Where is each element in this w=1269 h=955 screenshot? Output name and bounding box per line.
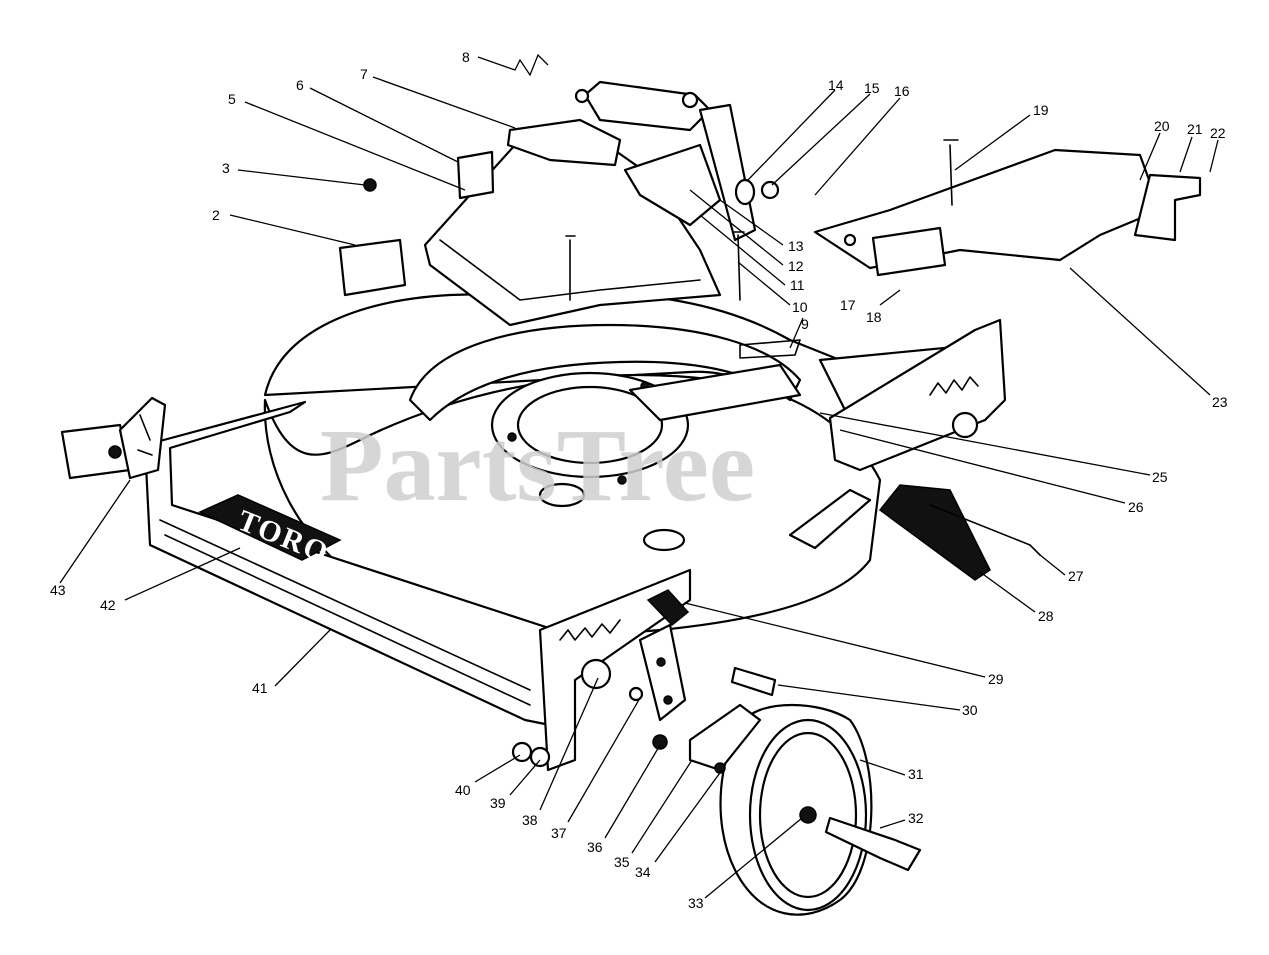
callout-2: 2 bbox=[212, 207, 220, 223]
callout-labels: 2 3 5 6 7 8 9 10 11 12 13 14 15 16 17 18… bbox=[50, 49, 1228, 911]
rear-deflector bbox=[878, 484, 1041, 581]
callout-18: 18 bbox=[866, 309, 882, 325]
callout-7: 7 bbox=[360, 66, 368, 82]
callout-33: 33 bbox=[688, 895, 704, 911]
rear-height-plate bbox=[828, 318, 1007, 472]
callout-15: 15 bbox=[864, 80, 880, 96]
rear-door bbox=[813, 139, 1202, 277]
callout-42: 42 bbox=[100, 597, 116, 613]
callout-23: 23 bbox=[1212, 394, 1228, 410]
callout-8: 8 bbox=[462, 49, 470, 65]
callout-20: 20 bbox=[1154, 118, 1170, 134]
front-skirt: TORO bbox=[143, 400, 557, 727]
callout-25: 25 bbox=[1152, 469, 1168, 485]
callout-17: 17 bbox=[840, 297, 856, 313]
callout-38: 38 bbox=[522, 812, 538, 828]
callout-31: 31 bbox=[908, 766, 924, 782]
callout-40: 40 bbox=[455, 782, 471, 798]
callout-14: 14 bbox=[828, 77, 844, 93]
callout-36: 36 bbox=[587, 839, 603, 855]
callout-35: 35 bbox=[614, 854, 630, 870]
callout-10: 10 bbox=[792, 299, 808, 315]
callout-12: 12 bbox=[788, 258, 804, 274]
mower-deck bbox=[263, 290, 992, 634]
watermark-text: PartsTree bbox=[320, 408, 755, 523]
callout-41: 41 bbox=[252, 680, 268, 696]
callout-32: 32 bbox=[908, 810, 924, 826]
callout-27: 27 bbox=[1068, 568, 1084, 584]
callout-28: 28 bbox=[1038, 608, 1054, 624]
callout-26: 26 bbox=[1128, 499, 1144, 515]
left-height-bracket bbox=[60, 396, 167, 480]
callout-37: 37 bbox=[551, 825, 567, 841]
callout-13: 13 bbox=[788, 238, 804, 254]
callout-29: 29 bbox=[988, 671, 1004, 687]
upper-housing bbox=[338, 80, 780, 327]
callout-5: 5 bbox=[228, 91, 236, 107]
callout-6: 6 bbox=[296, 77, 304, 93]
callout-39: 39 bbox=[490, 795, 506, 811]
side-height-plate bbox=[511, 568, 692, 772]
callout-11: 11 bbox=[790, 277, 805, 293]
callout-19: 19 bbox=[1033, 102, 1049, 118]
callout-34: 34 bbox=[635, 864, 651, 880]
rear-wheel bbox=[688, 666, 922, 916]
callout-9: 9 bbox=[801, 316, 809, 332]
callout-22: 22 bbox=[1210, 125, 1226, 141]
callout-3: 3 bbox=[222, 160, 230, 176]
callout-43: 43 bbox=[50, 582, 66, 598]
callout-21: 21 bbox=[1187, 121, 1203, 137]
callout-30: 30 bbox=[962, 702, 978, 718]
callout-16: 16 bbox=[894, 83, 910, 99]
leader-lines bbox=[59, 53, 1219, 899]
